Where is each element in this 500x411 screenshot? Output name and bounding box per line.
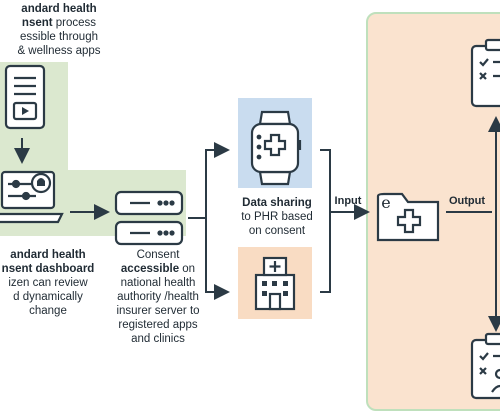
process-line2-rest: process <box>52 17 97 29</box>
process-line2: nsent process <box>0 16 124 30</box>
consent-line3: national health <box>120 277 196 289</box>
consent-line2-bold: accessible <box>120 263 180 275</box>
dashboard-text: andard health nsent dashboard izen can r… <box>0 248 104 318</box>
process-line3: essible through <box>20 31 98 43</box>
dashboard-line3: izen can review <box>8 277 88 289</box>
document-video-icon <box>4 64 46 130</box>
data-sharing-text: Data sharing to PHR based on consent <box>222 196 332 238</box>
process-line1: andard health <box>21 3 97 15</box>
data-sharing-line2: to PHR based <box>241 211 313 223</box>
folder-letter: e <box>381 193 391 212</box>
consent-text: Consent accessible on national health au… <box>102 248 214 346</box>
dashboard-line2: nsent dashboard <box>1 263 95 275</box>
consent-line4: authority /health <box>117 291 199 303</box>
input-label: Input <box>334 195 362 207</box>
checklist-clipboard-icon <box>470 38 500 108</box>
process-text: andard health nsent process essible thro… <box>0 2 124 58</box>
data-sharing-line3: on consent <box>248 225 306 237</box>
consent-line2: accessible on <box>102 262 214 276</box>
server-icon <box>114 190 184 246</box>
dashboard-line1: andard health <box>10 249 86 261</box>
process-line2-bold: nsent <box>21 17 53 29</box>
output-label: Output <box>448 195 486 207</box>
consent-line7: and clinics <box>131 333 185 345</box>
consent-line5: insurer server to <box>116 305 200 317</box>
merge-connector <box>320 149 331 293</box>
process-line4: & wellness apps <box>17 45 101 57</box>
smartwatch-icon <box>250 110 302 186</box>
branch-connector <box>188 142 230 219</box>
hospital-icon <box>254 256 296 311</box>
dashboard-line5: change <box>29 305 67 317</box>
consent-line6: registered apps <box>118 319 198 331</box>
data-sharing-line1: Data sharing <box>242 197 312 209</box>
health-folder-icon <box>376 192 440 242</box>
branch-connector-lower <box>205 218 230 300</box>
consent-line2-rest: on <box>179 263 196 275</box>
consent-line1: Consent <box>136 249 180 261</box>
dashboard-line4: d dynamically <box>13 291 83 303</box>
doctor-clipboard-icon <box>470 332 500 400</box>
laptop-consent-icon <box>0 170 64 224</box>
